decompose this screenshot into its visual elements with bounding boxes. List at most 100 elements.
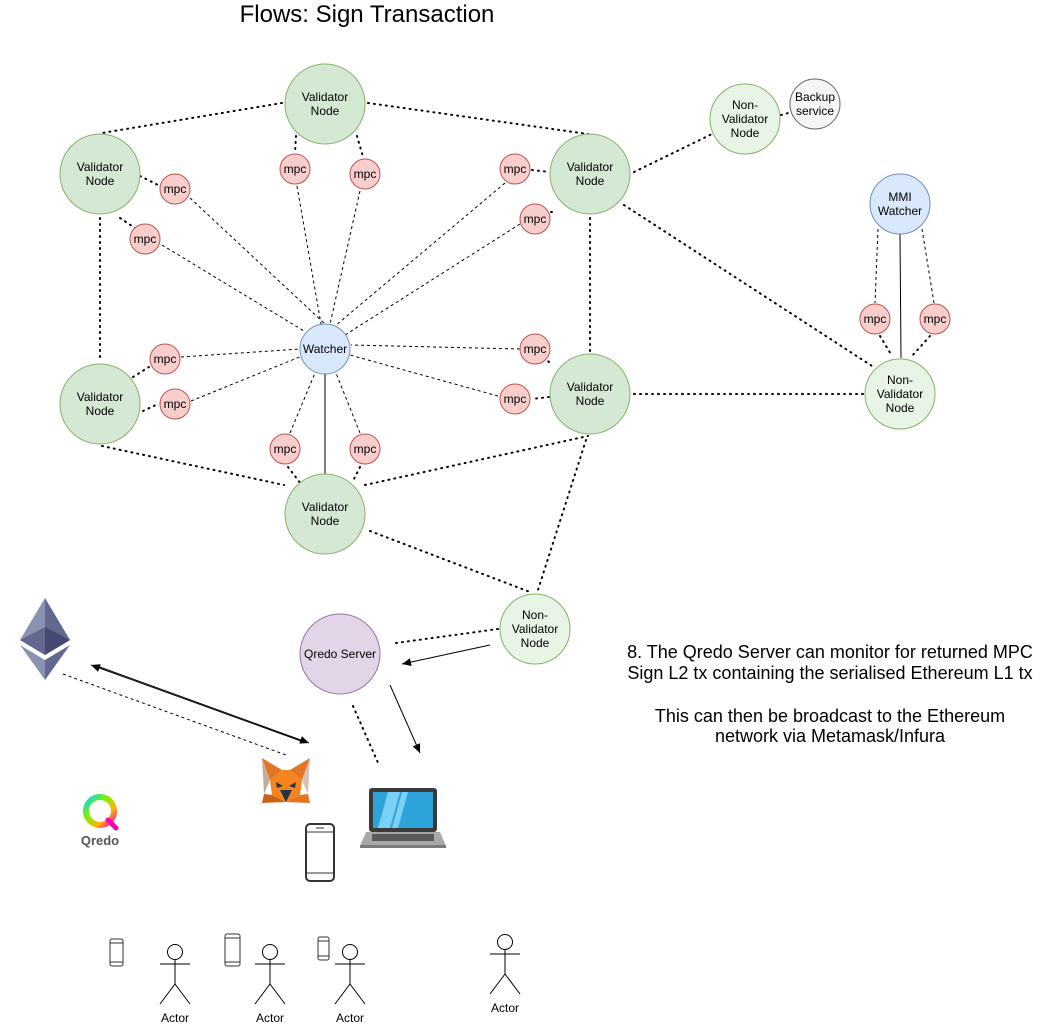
node-circle	[864, 358, 936, 430]
node-circle	[869, 173, 931, 235]
small-phone-icon	[109, 938, 124, 967]
mpc-node: mpc	[519, 333, 551, 365]
mpc-circle	[519, 333, 551, 365]
mpc-circle	[349, 433, 381, 465]
mpc-label: mpc	[924, 312, 947, 326]
mpc-label: mpc	[164, 182, 187, 196]
node-circle	[709, 83, 781, 155]
mpc-node: mpc	[149, 343, 181, 375]
note-line: 8. The Qredo Server can monitor for retu…	[627, 642, 1033, 662]
node-label: Watcher	[878, 204, 922, 218]
note-line: network via Metamask/Infura	[715, 726, 946, 746]
note-text: 8. The Qredo Server can monitor for retu…	[627, 642, 1033, 746]
node-label: Node	[311, 514, 340, 528]
mpc-label: mpc	[504, 392, 527, 406]
mpc-circle	[149, 343, 181, 375]
node-label: Non-	[522, 608, 548, 622]
qredo-logo-icon: Qredo	[81, 794, 119, 848]
mpc-circle	[159, 173, 191, 205]
mpc-circle	[279, 153, 311, 185]
node-label: Validator	[77, 390, 123, 404]
node-layer: ValidatorNodeValidatorNodeValidatorNodeV…	[59, 63, 936, 695]
mpc-circle	[129, 223, 161, 255]
mpc-label: mpc	[524, 342, 547, 356]
small-phone-icon	[224, 933, 241, 967]
actor-label: Actor	[336, 1011, 364, 1025]
mpc-node: mpc	[279, 153, 311, 185]
mpc-circle	[269, 433, 301, 465]
node-label: Validator	[567, 380, 613, 394]
node-label: Validator	[512, 622, 558, 636]
actor-label: Actor	[491, 1001, 519, 1015]
mpc-node: mpc	[499, 153, 531, 185]
node-label: Node	[86, 174, 115, 188]
note-line: Sign L2 tx containing the serialised Eth…	[627, 663, 1032, 683]
node-label: Node	[886, 401, 915, 415]
node-label: Validator	[722, 112, 768, 126]
mpc-layer: mpc mpc mpc mpc mpc mpc mpc mpc mpc mpc mpc mpc mpc m…	[129, 153, 951, 465]
mpc-node: mpc	[269, 433, 301, 465]
mpc-label: mpc	[864, 312, 887, 326]
node-label: Validator	[77, 160, 123, 174]
node-circle	[549, 133, 631, 215]
ethereum-logo-icon	[20, 598, 70, 680]
mpc-circle	[919, 303, 951, 335]
mpc-node: mpc	[519, 203, 551, 235]
node-circle	[284, 63, 366, 145]
mpc-label: mpc	[164, 397, 187, 411]
mpc-circle	[349, 158, 381, 190]
node-circle	[299, 323, 351, 375]
node-circle	[499, 593, 571, 665]
connections	[62, 102, 935, 766]
node-label: Node	[576, 174, 605, 188]
mpc-label: mpc	[134, 232, 157, 246]
mpc-circle	[499, 153, 531, 185]
qredo-server-node: Qredo Server	[299, 613, 381, 695]
qredo-logo-text: Qredo	[81, 833, 119, 848]
node-label: MMI	[888, 190, 911, 204]
node-circle	[299, 613, 381, 695]
mpc-label: mpc	[354, 167, 377, 181]
mpc-label: mpc	[284, 162, 307, 176]
actor-figure: Actor	[489, 934, 521, 1015]
node-label: service	[796, 104, 834, 118]
node-label: Qredo Server	[304, 647, 376, 661]
node-label: Non-	[887, 373, 913, 387]
mpc-node: mpc	[129, 223, 161, 255]
node-label: Node	[576, 394, 605, 408]
note-line: This can then be broadcast to the Ethere…	[655, 706, 1005, 726]
actor-figure: Actor	[334, 944, 366, 1025]
node-label: Validator	[877, 387, 923, 401]
actor-label: Actor	[256, 1011, 284, 1025]
actor-label: Actor	[161, 1011, 189, 1025]
mpc-label: mpc	[154, 352, 177, 366]
mpc-circle	[499, 383, 531, 415]
metamask-fox-icon	[262, 758, 310, 803]
small-phone-icon	[317, 936, 330, 961]
mpc-circle	[519, 203, 551, 235]
node-circle	[59, 133, 141, 215]
mpc-node: mpc	[159, 388, 191, 420]
node-label: Backup	[795, 90, 835, 104]
node-label: Node	[521, 636, 550, 650]
laptop-icon	[360, 788, 446, 848]
mpc-circle	[159, 388, 191, 420]
actor-figure: Actor	[254, 944, 286, 1025]
node-label: Node	[311, 104, 340, 118]
smartphone-icon	[305, 823, 335, 882]
mpc-label: mpc	[274, 442, 297, 456]
mpc-node: mpc	[499, 383, 531, 415]
actor-figure: Actor	[159, 944, 191, 1025]
node-circle	[59, 363, 141, 445]
mpc-node: mpc	[349, 433, 381, 465]
mpc-node: mpc	[919, 303, 951, 335]
